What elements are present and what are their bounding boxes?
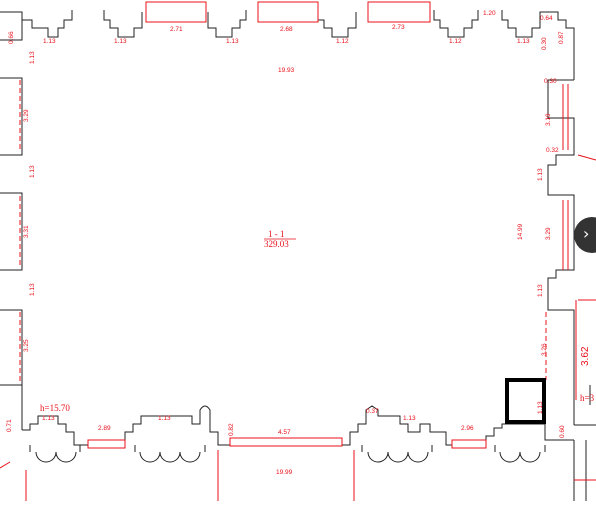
dim-right-5: 3.29 [545, 227, 552, 240]
dim-right-6: 1.13 [537, 284, 544, 297]
dim-bottom-5: 4.57 [278, 429, 291, 436]
dim-left-4: 3.31 [23, 225, 30, 238]
dim-bottom-4: 0.82 [228, 423, 235, 436]
dim-right-2: 3.19 [545, 113, 552, 126]
opening-bottom-2 [229, 437, 343, 447]
dim-left-1: 1.13 [29, 51, 36, 64]
dim-right-7: 3.26 [541, 343, 548, 356]
wall-top [0, 10, 575, 80]
dim-top-7: 2.73 [392, 24, 405, 31]
opening-bottom-3 [451, 439, 487, 449]
room-label: 1 - 1 [268, 229, 285, 239]
next-page-button[interactable]: › [574, 217, 596, 253]
dim-top-3: 2.71 [170, 26, 183, 33]
wall-bottom [22, 405, 574, 446]
dim-left-top: 0.66 [8, 31, 15, 44]
dim-bottom-6: 0.37 [366, 408, 379, 415]
dim-left-5: 1.13 [29, 283, 36, 296]
selection-box[interactable] [505, 378, 546, 424]
dim-right-4: 1.13 [537, 168, 544, 181]
opening-bottom-1 [87, 439, 126, 449]
dim-top-5: 2.68 [280, 26, 293, 33]
dim-bottom-total: 19.99 [276, 469, 293, 476]
dim-right-3: 0.32 [546, 147, 559, 154]
dim-bottom-7: 1.13 [403, 415, 416, 422]
room-height: h=15.70 [40, 403, 70, 413]
wall-left [0, 12, 23, 430]
dim-top-6: 1.12 [336, 38, 349, 45]
dim-bottom-2: 2.89 [98, 425, 111, 432]
dim-right-top-1: 0.30 [541, 37, 548, 50]
column-arcs-left [35, 451, 541, 463]
dim-top-10: 1.20 [483, 10, 496, 17]
room-height-right: h=3 [580, 393, 595, 403]
dim-right-1: 0.30 [544, 78, 557, 85]
dim-bottom-3: 1.13 [158, 415, 171, 422]
dim-left-3: 1.13 [29, 165, 36, 178]
dim-top-9: 1.13 [517, 38, 530, 45]
dim-right-8: 1.13 [537, 401, 544, 414]
dim-top-8: 1.12 [449, 38, 462, 45]
dim-right-outer: 3.62 [580, 346, 591, 366]
dim-top-1: 1.13 [43, 38, 56, 45]
dim-left-7: 0.71 [6, 419, 13, 432]
dim-bottom-1: 1.13 [42, 415, 55, 422]
dim-top-total: 19.93 [278, 67, 295, 74]
window-top-3 [367, 1, 431, 23]
dim-right-total: 14.99 [517, 223, 524, 240]
window-top-1 [145, 1, 207, 23]
dim-top-4: 1.13 [226, 38, 239, 45]
wall-right [547, 79, 575, 425]
room-area: 329.03 [264, 239, 289, 249]
dim-top-11: 0.64 [540, 15, 553, 22]
dim-left-2: 3.29 [23, 109, 30, 122]
dim-right-top-2: 0.87 [558, 31, 565, 44]
dim-bottom-8: 2.96 [461, 425, 474, 432]
mark-left-bottom [0, 461, 11, 469]
dim-left-6: 3.25 [23, 339, 30, 352]
dim-top-2: 1.13 [114, 38, 127, 45]
dim-right-9: 0.60 [559, 425, 566, 438]
window-top-2 [257, 1, 319, 23]
chevron-right-icon: › [583, 224, 590, 243]
